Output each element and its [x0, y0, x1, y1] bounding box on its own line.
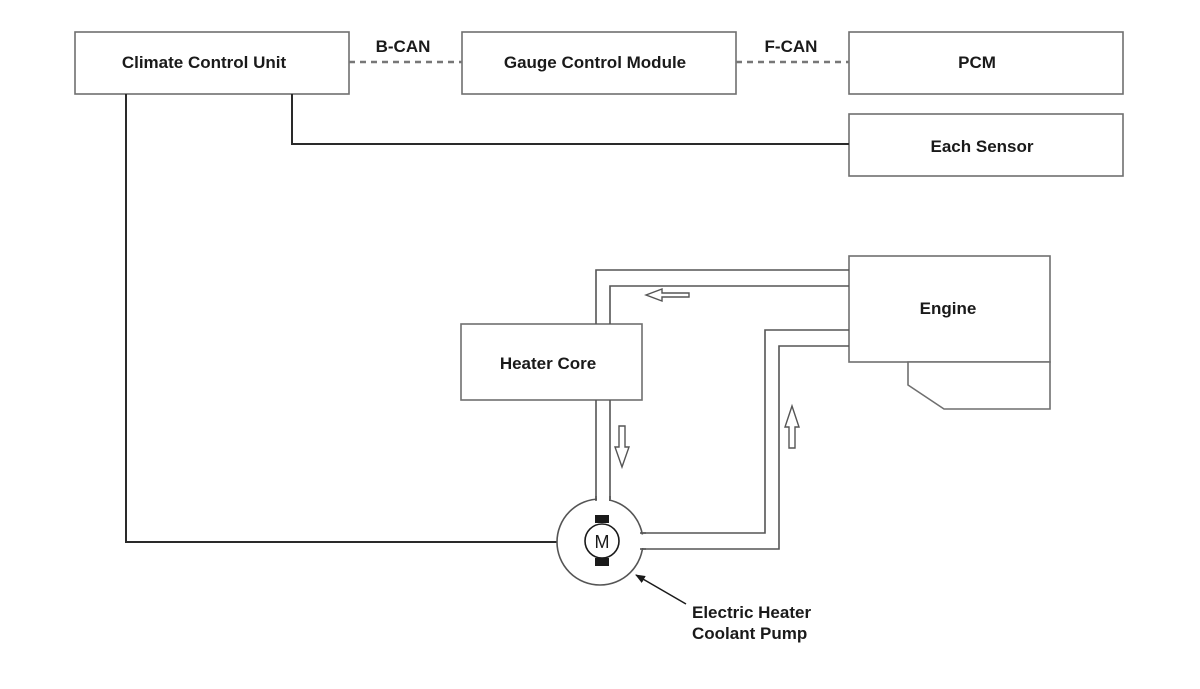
- b-can-label: B-CAN: [376, 37, 431, 56]
- climate-control-unit-label: Climate Control Unit: [122, 53, 287, 72]
- climate-control-unit-box: Climate Control Unit: [74, 31, 350, 95]
- coolant-pipe-pump-to-engine: [643, 329, 849, 550]
- flow-arrow-down-icon: [614, 425, 630, 470]
- pump-label-line2: Coolant Pump: [692, 624, 807, 643]
- heater-core-label: Heater Core: [500, 354, 596, 373]
- motor-symbol-label: M: [595, 532, 610, 552]
- coolant-pipe-heater-to-pump: [595, 400, 611, 499]
- gauge-control-module-label: Gauge Control Module: [504, 53, 686, 72]
- engine-label: Engine: [920, 299, 977, 318]
- pump-leader-arrow: [635, 574, 687, 605]
- engine-block: Engine: [848, 255, 1051, 410]
- gauge-control-module-box: Gauge Control Module: [461, 31, 737, 95]
- each-sensor-label: Each Sensor: [931, 137, 1034, 156]
- pcm-label: PCM: [958, 53, 996, 72]
- flow-arrow-up-icon: [784, 403, 800, 449]
- each-sensor-box: Each Sensor: [848, 113, 1124, 177]
- coolant-pipe-engine-to-heater: [595, 269, 849, 324]
- pump-label-line1: Electric Heater: [692, 603, 811, 622]
- sensor-wire: [291, 94, 849, 145]
- pcm-box: PCM: [848, 31, 1124, 95]
- heater-core-box: Heater Core: [460, 323, 643, 401]
- electric-heater-coolant-pump: M: [556, 496, 646, 586]
- flow-arrow-left-icon: [644, 287, 690, 303]
- pump-control-wire: [125, 94, 557, 543]
- motor-icon: M: [584, 515, 620, 566]
- f-can-label: F-CAN: [765, 37, 818, 56]
